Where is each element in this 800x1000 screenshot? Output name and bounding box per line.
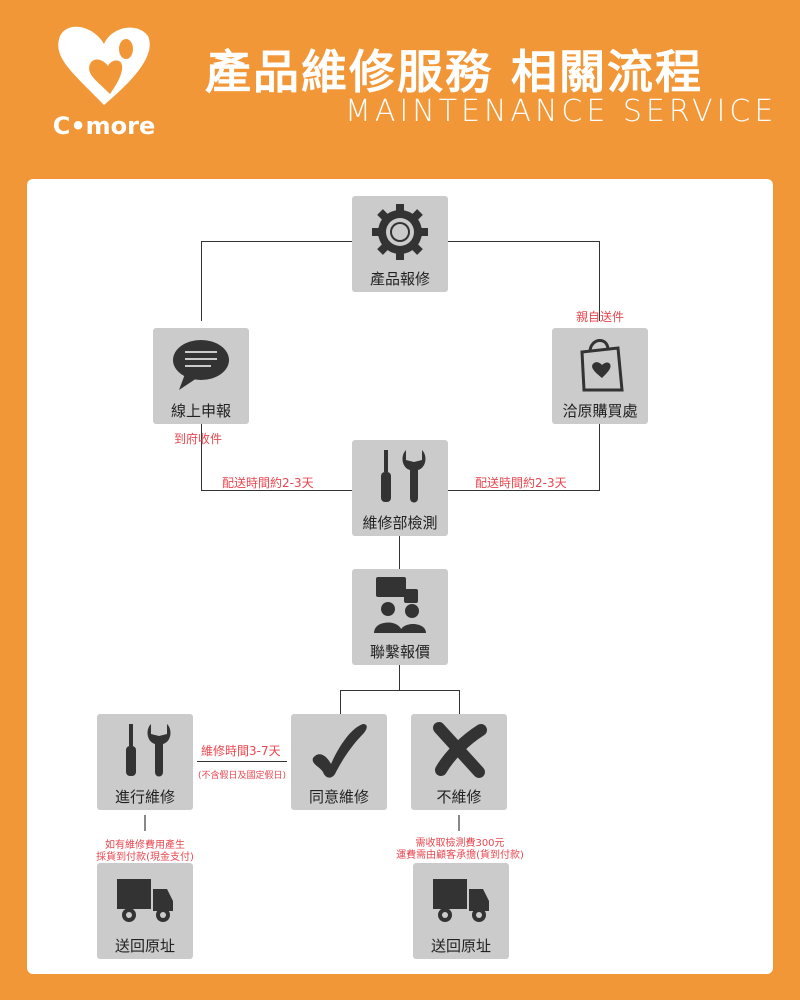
connector <box>201 241 202 321</box>
connector <box>399 664 400 690</box>
brand-text: C•more <box>53 112 156 140</box>
shopping-bag-icon <box>580 339 624 392</box>
connector <box>399 535 400 569</box>
logo: C•more <box>52 22 162 142</box>
speech-bubble-icon <box>173 340 229 390</box>
connector <box>458 815 460 831</box>
shipping-time-right: 配送時間約2-3天 <box>475 476 567 490</box>
node-label: 送回原址 <box>114 937 175 955</box>
node-label: 同意維修 <box>308 788 369 806</box>
node-label: 維修部檢測 <box>362 514 438 532</box>
node-inspection: 維修部檢測 <box>352 440 448 536</box>
heart-logo-icon: C•more <box>53 26 156 140</box>
node-return-left: 送回原址 <box>97 863 193 959</box>
page-title: 產品維修服務 相關流程 <box>205 45 704 99</box>
connector <box>201 423 202 491</box>
decline-fee-note-2: 運費需由顧客承擔(貨到付款) <box>396 850 524 861</box>
shipping-time-left: 配送時間約2-3天 <box>222 476 314 490</box>
repair-time-label: 維修時間3-7天 <box>201 744 281 758</box>
truck-icon <box>433 879 489 922</box>
connector <box>201 241 352 242</box>
decline-fee-note-1: 需收取檢測費300元 <box>415 838 505 849</box>
connector <box>447 490 599 491</box>
repair-fee-note-1: 如有維修費用產生 <box>105 840 185 851</box>
repair-fee-note-2: 採貨到付款(現金支付) <box>96 852 194 863</box>
connector <box>144 815 146 831</box>
connector <box>447 241 599 242</box>
node-repair: 進行維修 <box>97 714 193 810</box>
node-agree: 同意維修 <box>291 714 387 810</box>
node-label: 不維修 <box>436 788 482 806</box>
self-delivery-label: 親自送件 <box>576 310 625 324</box>
node-store: 洽原購買處 <box>552 328 648 424</box>
node-product-repair: 產品報修 <box>352 196 448 292</box>
node-label: 聯繫報價 <box>369 643 430 661</box>
consultation-icon <box>374 577 426 633</box>
connector <box>201 490 352 491</box>
node-online-report: 線上申報 <box>153 328 249 424</box>
pickup-label: 到府收件 <box>174 432 223 446</box>
gear-icon <box>372 204 428 260</box>
node-decline: 不維修 <box>411 714 507 810</box>
tools-icon <box>381 450 426 503</box>
node-label: 產品報修 <box>369 270 430 288</box>
connector <box>599 241 600 321</box>
connector <box>197 761 287 762</box>
page-subtitle: MAINTENANCE SERVICE <box>345 94 778 129</box>
connector <box>340 690 341 714</box>
connector <box>599 423 600 491</box>
x-mark-icon <box>433 722 487 778</box>
node-label: 送回原址 <box>430 937 491 955</box>
truck-icon <box>117 879 173 922</box>
node-label: 進行維修 <box>114 788 175 806</box>
node-return-right: 送回原址 <box>413 863 509 959</box>
connector <box>340 690 460 691</box>
node-quote: 聯繫報價 <box>352 569 448 665</box>
connector <box>459 690 460 714</box>
repair-time-note: (不含假日及國定假日) <box>198 771 287 781</box>
checkmark-icon <box>312 724 367 778</box>
node-label: 洽原購買處 <box>562 402 638 420</box>
tools-icon <box>126 724 171 777</box>
node-label: 線上申報 <box>170 402 231 420</box>
